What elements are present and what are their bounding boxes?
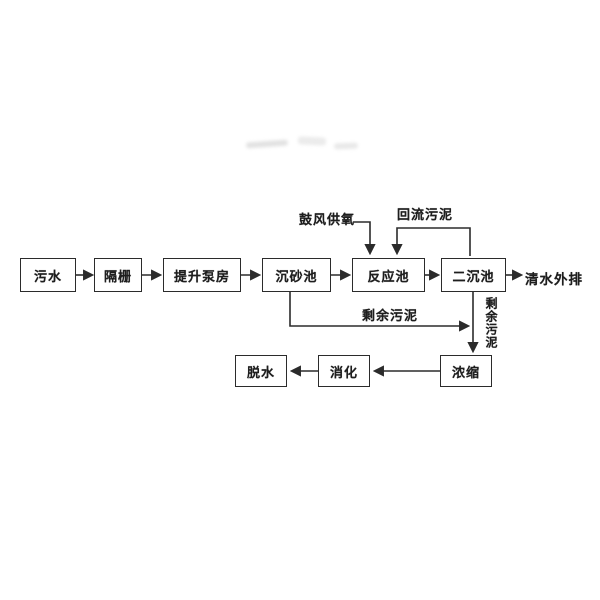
scan-smudge: [333, 142, 359, 150]
arrow-blast-oxygen-to-reaction: [353, 221, 376, 256]
scan-smudge: [297, 136, 327, 146]
arrow-return-sludge-to-reaction: [391, 227, 471, 256]
node-thickening: 浓缩: [440, 355, 492, 387]
node-bar-screen: 隔栅: [94, 258, 142, 292]
label-excess-sludge-v: 剩余污泥: [484, 297, 498, 349]
node-digestion: 消化: [318, 355, 370, 387]
node-secondary-clarifier: 二沉池: [441, 258, 506, 292]
node-sewage: 污水: [20, 258, 76, 292]
node-dewatering: 脱水: [235, 355, 287, 387]
label-effluent: 清水外排: [525, 272, 583, 288]
label-excess-sludge: 剩余污泥: [362, 309, 419, 324]
label-return-sludge: 回流污泥: [397, 208, 454, 223]
node-lift-pump-station: 提升泵房: [163, 258, 241, 292]
scan-smudge: [245, 139, 289, 149]
node-grit-chamber: 沉砂池: [262, 258, 331, 292]
node-reaction-tank: 反应池: [352, 258, 425, 292]
label-blast-oxygen: 鼓风供氧: [299, 213, 356, 228]
